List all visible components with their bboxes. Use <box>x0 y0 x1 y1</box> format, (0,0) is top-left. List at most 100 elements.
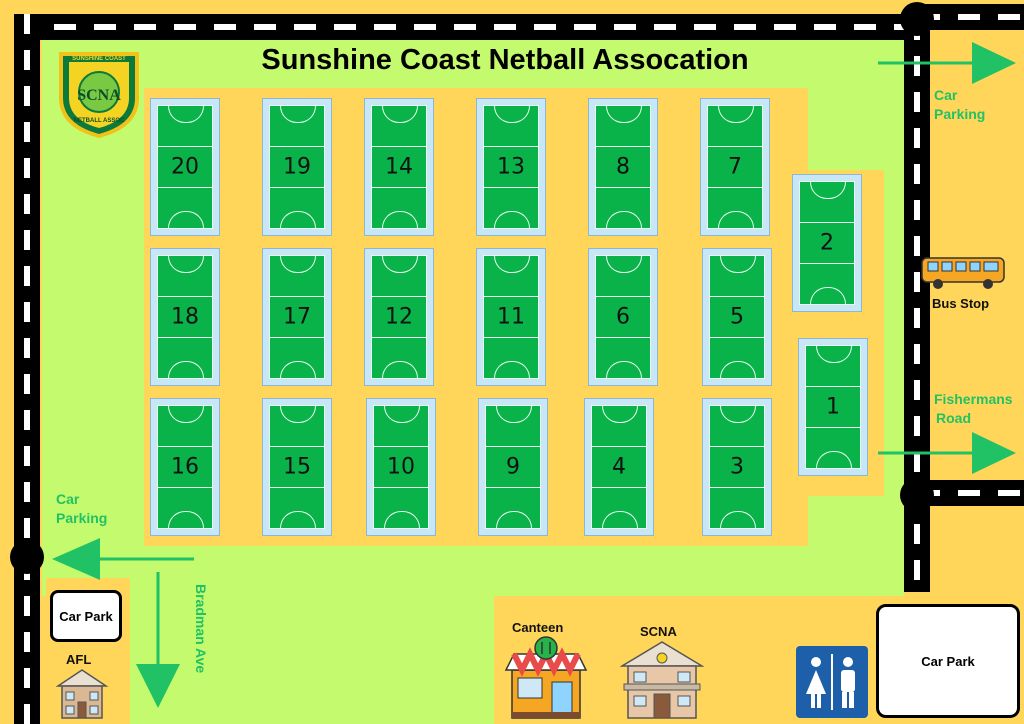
afl-building-icon <box>55 669 109 719</box>
fishermans-road-line2: Road <box>936 410 971 426</box>
court-surface: 14 <box>371 105 427 229</box>
court-14: 14 <box>364 98 434 236</box>
court-number: 14 <box>385 154 413 180</box>
court-surface: 6 <box>595 255 651 379</box>
court-13: 13 <box>476 98 546 236</box>
restroom-icon <box>796 646 868 718</box>
court-surface: 8 <box>595 105 651 229</box>
arrow-down-icon <box>136 572 180 708</box>
court-surface: 13 <box>483 105 539 229</box>
court-number: 8 <box>616 154 630 180</box>
court-number: 15 <box>283 454 311 480</box>
court-number: 20 <box>171 154 199 180</box>
court-surface: 15 <box>269 405 325 529</box>
court-number: 16 <box>171 454 199 480</box>
court-surface: 11 <box>483 255 539 379</box>
afl-label: AFL <box>66 652 92 667</box>
car-park-right: Car Park <box>876 604 1020 718</box>
court-surface: 9 <box>485 405 541 529</box>
court-number: 1 <box>826 394 840 420</box>
court-9: 9 <box>478 398 548 536</box>
court-number: 18 <box>171 304 199 330</box>
car-park-right-label: Car Park <box>921 653 975 669</box>
court-number: 4 <box>612 454 626 480</box>
court-3: 3 <box>702 398 772 536</box>
court-surface: 4 <box>591 405 647 529</box>
court-surface: 5 <box>709 255 765 379</box>
court-number: 6 <box>616 304 630 330</box>
car-parking-top-line1: Car <box>934 87 958 103</box>
arrow-right-icon <box>878 432 1016 474</box>
road-junction-sw <box>10 540 44 574</box>
court-number: 17 <box>283 304 311 330</box>
canteen-icon <box>504 636 588 719</box>
court-number: 10 <box>387 454 415 480</box>
road-junction-ne <box>900 2 934 36</box>
scna-building-icon <box>620 641 704 719</box>
court-surface: 3 <box>709 405 765 529</box>
court-number: 2 <box>820 230 834 256</box>
court-surface: 2 <box>799 181 855 305</box>
grass-south <box>130 560 494 724</box>
court-surface: 7 <box>707 105 763 229</box>
court-1: 1 <box>798 338 868 476</box>
car-parking-left-line2: Parking <box>56 510 108 526</box>
bradman-ave-label: Bradman Ave <box>193 584 209 674</box>
road-east-top <box>918 4 1024 30</box>
court-8: 8 <box>588 98 658 236</box>
court-16: 16 <box>150 398 220 536</box>
car-parking-left-label: Car Parking <box>56 490 107 528</box>
arrow-right-icon <box>878 42 1016 84</box>
court-19: 19 <box>262 98 332 236</box>
scna-label: SCNA <box>640 624 677 639</box>
court-15: 15 <box>262 398 332 536</box>
court-number: 13 <box>497 154 525 180</box>
car-parking-top-label: Car Parking <box>934 86 985 124</box>
court-12: 12 <box>364 248 434 386</box>
court-number: 7 <box>728 154 742 180</box>
fishermans-road-line1: Fishermans <box>934 391 1013 407</box>
logo-icon: SUNSHINE COAST SCNA NETBALL ASSOC <box>59 52 139 139</box>
fishermans-road-label: Fishermans Road <box>934 390 1013 428</box>
svg-text:SCNA: SCNA <box>77 87 121 104</box>
court-6: 6 <box>588 248 658 386</box>
road-left <box>14 14 40 560</box>
court-number: 3 <box>730 454 744 480</box>
car-parking-top-line2: Parking <box>934 106 986 122</box>
road-fishermans <box>918 480 1024 506</box>
car-parking-left-line1: Car <box>56 491 80 507</box>
court-number: 19 <box>283 154 311 180</box>
court-18: 18 <box>150 248 220 386</box>
court-4: 4 <box>584 398 654 536</box>
court-11: 11 <box>476 248 546 386</box>
court-surface: 10 <box>373 405 429 529</box>
court-number: 5 <box>730 304 744 330</box>
road-junction-e <box>900 478 934 512</box>
svg-text:SUNSHINE COAST: SUNSHINE COAST <box>72 56 126 62</box>
court-surface: 1 <box>805 345 861 469</box>
canteen-label: Canteen <box>512 620 564 635</box>
court-7: 7 <box>700 98 770 236</box>
court-surface: 18 <box>157 255 213 379</box>
court-surface: 12 <box>371 255 427 379</box>
court-number: 9 <box>506 454 520 480</box>
bus-icon <box>921 257 1005 289</box>
court-17: 17 <box>262 248 332 386</box>
svg-text:NETBALL ASSOC: NETBALL ASSOC <box>74 118 125 124</box>
court-number: 12 <box>385 304 413 330</box>
court-2: 2 <box>792 174 862 312</box>
court-surface: 19 <box>269 105 325 229</box>
bus-stop-label: Bus Stop <box>932 296 990 311</box>
arrow-left-icon <box>52 538 194 580</box>
car-park-left-label: Car Park <box>59 608 113 624</box>
court-20: 20 <box>150 98 220 236</box>
court-10: 10 <box>366 398 436 536</box>
road-left-south <box>14 560 40 724</box>
page-title: Sunshine Coast Netball Assocation <box>261 44 749 76</box>
court-number: 11 <box>497 304 525 330</box>
court-surface: 20 <box>157 105 213 229</box>
court-5: 5 <box>702 248 772 386</box>
car-park-left: Car Park <box>50 590 122 642</box>
road-top <box>14 14 918 40</box>
court-surface: 17 <box>269 255 325 379</box>
